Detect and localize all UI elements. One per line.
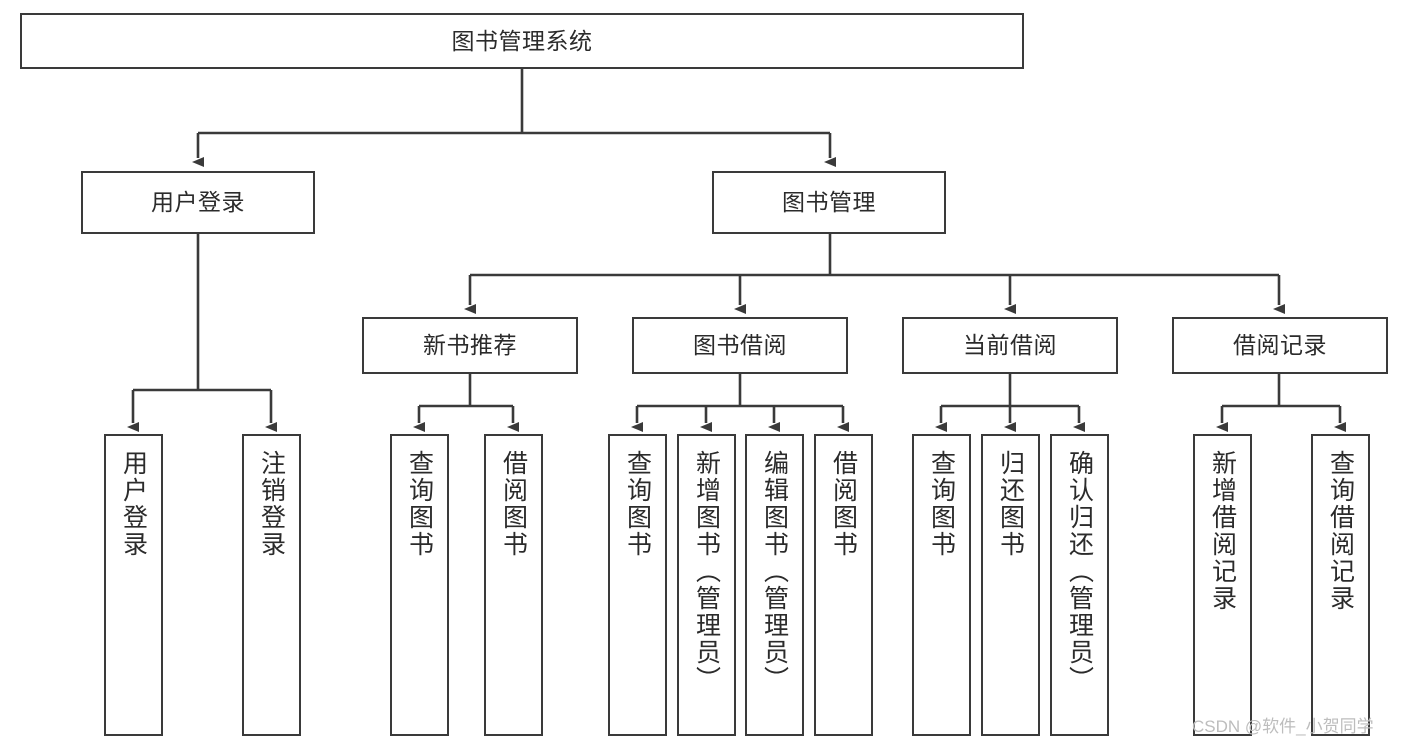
leaf-borrow-borrow-book[interactable]: 借阅图书 xyxy=(814,434,873,736)
node-label: 图书管理系统 xyxy=(451,27,593,54)
node-book-borrow[interactable]: 图书借阅 xyxy=(632,317,848,374)
node-label: 新书推荐 xyxy=(423,332,517,359)
leaf-recommend-borrow-book[interactable]: 借阅图书 xyxy=(484,434,543,736)
node-label: 用户登录 xyxy=(151,189,245,216)
node-label: 编辑图书（管理员） xyxy=(760,450,789,693)
node-label: 图书借阅 xyxy=(693,332,787,359)
node-borrow-record[interactable]: 借阅记录 xyxy=(1172,317,1388,374)
node-current-borrow[interactable]: 当前借阅 xyxy=(902,317,1118,374)
node-label: 确认归还（管理员） xyxy=(1065,450,1094,693)
node-label: 查询图书 xyxy=(405,450,434,558)
node-label: 新增借阅记录 xyxy=(1208,450,1237,612)
node-root-system[interactable]: 图书管理系统 xyxy=(20,13,1024,69)
node-label: 查询图书 xyxy=(927,450,956,558)
leaf-current-confirm-return[interactable]: 确认归还（管理员） xyxy=(1050,434,1109,736)
leaf-borrow-query-book[interactable]: 查询图书 xyxy=(608,434,667,736)
node-book-management[interactable]: 图书管理 xyxy=(712,171,946,234)
node-label: 注销登录 xyxy=(257,450,286,558)
node-label: 图书管理 xyxy=(782,189,876,216)
leaf-record-add-record[interactable]: 新增借阅记录 xyxy=(1193,434,1252,736)
leaf-borrow-add-book[interactable]: 新增图书（管理员） xyxy=(677,434,736,736)
node-label: 归还图书 xyxy=(996,450,1025,558)
watermark-text: CSDN @软件_小贺同学 xyxy=(1192,717,1374,736)
node-label: 当前借阅 xyxy=(963,332,1057,359)
leaf-current-return-book[interactable]: 归还图书 xyxy=(981,434,1040,736)
node-user-login[interactable]: 用户登录 xyxy=(81,171,315,234)
leaf-borrow-edit-book[interactable]: 编辑图书（管理员） xyxy=(745,434,804,736)
node-new-book-recommend[interactable]: 新书推荐 xyxy=(362,317,578,374)
node-label: 借阅记录 xyxy=(1233,332,1327,359)
leaf-current-query-book[interactable]: 查询图书 xyxy=(912,434,971,736)
leaf-recommend-query-book[interactable]: 查询图书 xyxy=(390,434,449,736)
node-label: 新增图书（管理员） xyxy=(692,450,721,693)
node-label: 查询图书 xyxy=(623,450,652,558)
node-label: 查询借阅记录 xyxy=(1326,450,1355,612)
leaf-user-login-login[interactable]: 用户登录 xyxy=(104,434,163,736)
node-label: 借阅图书 xyxy=(499,450,528,558)
leaf-user-login-logout[interactable]: 注销登录 xyxy=(242,434,301,736)
node-label: 借阅图书 xyxy=(829,450,858,558)
node-label: 用户登录 xyxy=(119,450,148,558)
leaf-record-query-record[interactable]: 查询借阅记录 xyxy=(1311,434,1370,736)
